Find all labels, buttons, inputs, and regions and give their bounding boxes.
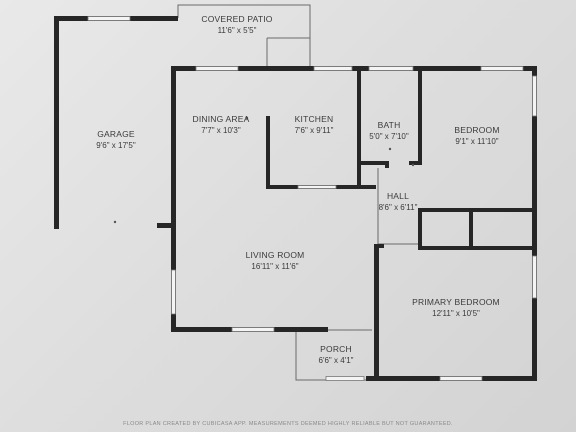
windows — [87, 16, 537, 381]
room-primary-bedroom: PRIMARY BEDROOM 12'11" x 10'5" — [412, 297, 500, 318]
room-dining-area: DINING AREA 7'7" x 10'3" — [193, 114, 250, 135]
room-living-room: LIVING ROOM 16'11" x 11'6" — [246, 250, 305, 271]
room-name: HALL — [387, 191, 409, 201]
hall-outline — [377, 168, 420, 245]
room-name: COVERED PATIO — [201, 14, 272, 24]
room-dimensions: 9'6" x 17'5" — [96, 141, 136, 150]
room-covered-patio: COVERED PATIO 11'6" x 5'5" — [201, 14, 272, 35]
room-name: BEDROOM — [454, 125, 499, 135]
outlet-markers — [113, 116, 415, 224]
room-kitchen: KITCHEN 7'6" x 9'11" — [295, 114, 334, 135]
interior-walls — [266, 66, 536, 250]
room-dimensions: 9'1" x 11'10" — [455, 137, 498, 146]
room-hall: HALL 8'6" x 6'11" — [379, 191, 418, 212]
room-dimensions: 6'6" x 4'1" — [319, 356, 354, 365]
room-name: PRIMARY BEDROOM — [412, 297, 500, 307]
room-dimensions: 5'0" x 7'10" — [369, 132, 409, 141]
covered-patio-outline — [177, 4, 311, 68]
footer-disclaimer: FLOOR PLAN CREATED BY CUBICASA APP. MEAS… — [123, 421, 453, 427]
room-dimensions: 11'6" x 5'5" — [218, 26, 257, 35]
room-name: GARAGE — [97, 129, 135, 139]
room-dimensions: 8'6" x 6'11" — [379, 203, 418, 212]
room-bath: BATH 5'0" x 7'10" — [369, 120, 409, 141]
room-dimensions: 7'7" x 10'3" — [201, 126, 241, 135]
room-dimensions: 12'11" x 10'5" — [432, 309, 480, 318]
room-name: LIVING ROOM — [246, 250, 305, 260]
room-dimensions: 16'11" x 11'6" — [251, 262, 298, 271]
room-bedroom: BEDROOM 9'1" x 11'10" — [454, 125, 499, 146]
porch-outline — [295, 329, 372, 381]
room-name: BATH — [378, 120, 401, 130]
room-garage: GARAGE 9'6" x 17'5" — [96, 129, 136, 150]
room-name: DINING AREA — [193, 114, 250, 124]
room-name: PORCH — [320, 344, 352, 354]
garage-walls — [54, 16, 178, 229]
room-name: KITCHEN — [295, 114, 334, 124]
room-porch: PORCH 6'6" x 4'1" — [319, 344, 354, 365]
room-dimensions: 7'6" x 9'11" — [295, 126, 334, 135]
